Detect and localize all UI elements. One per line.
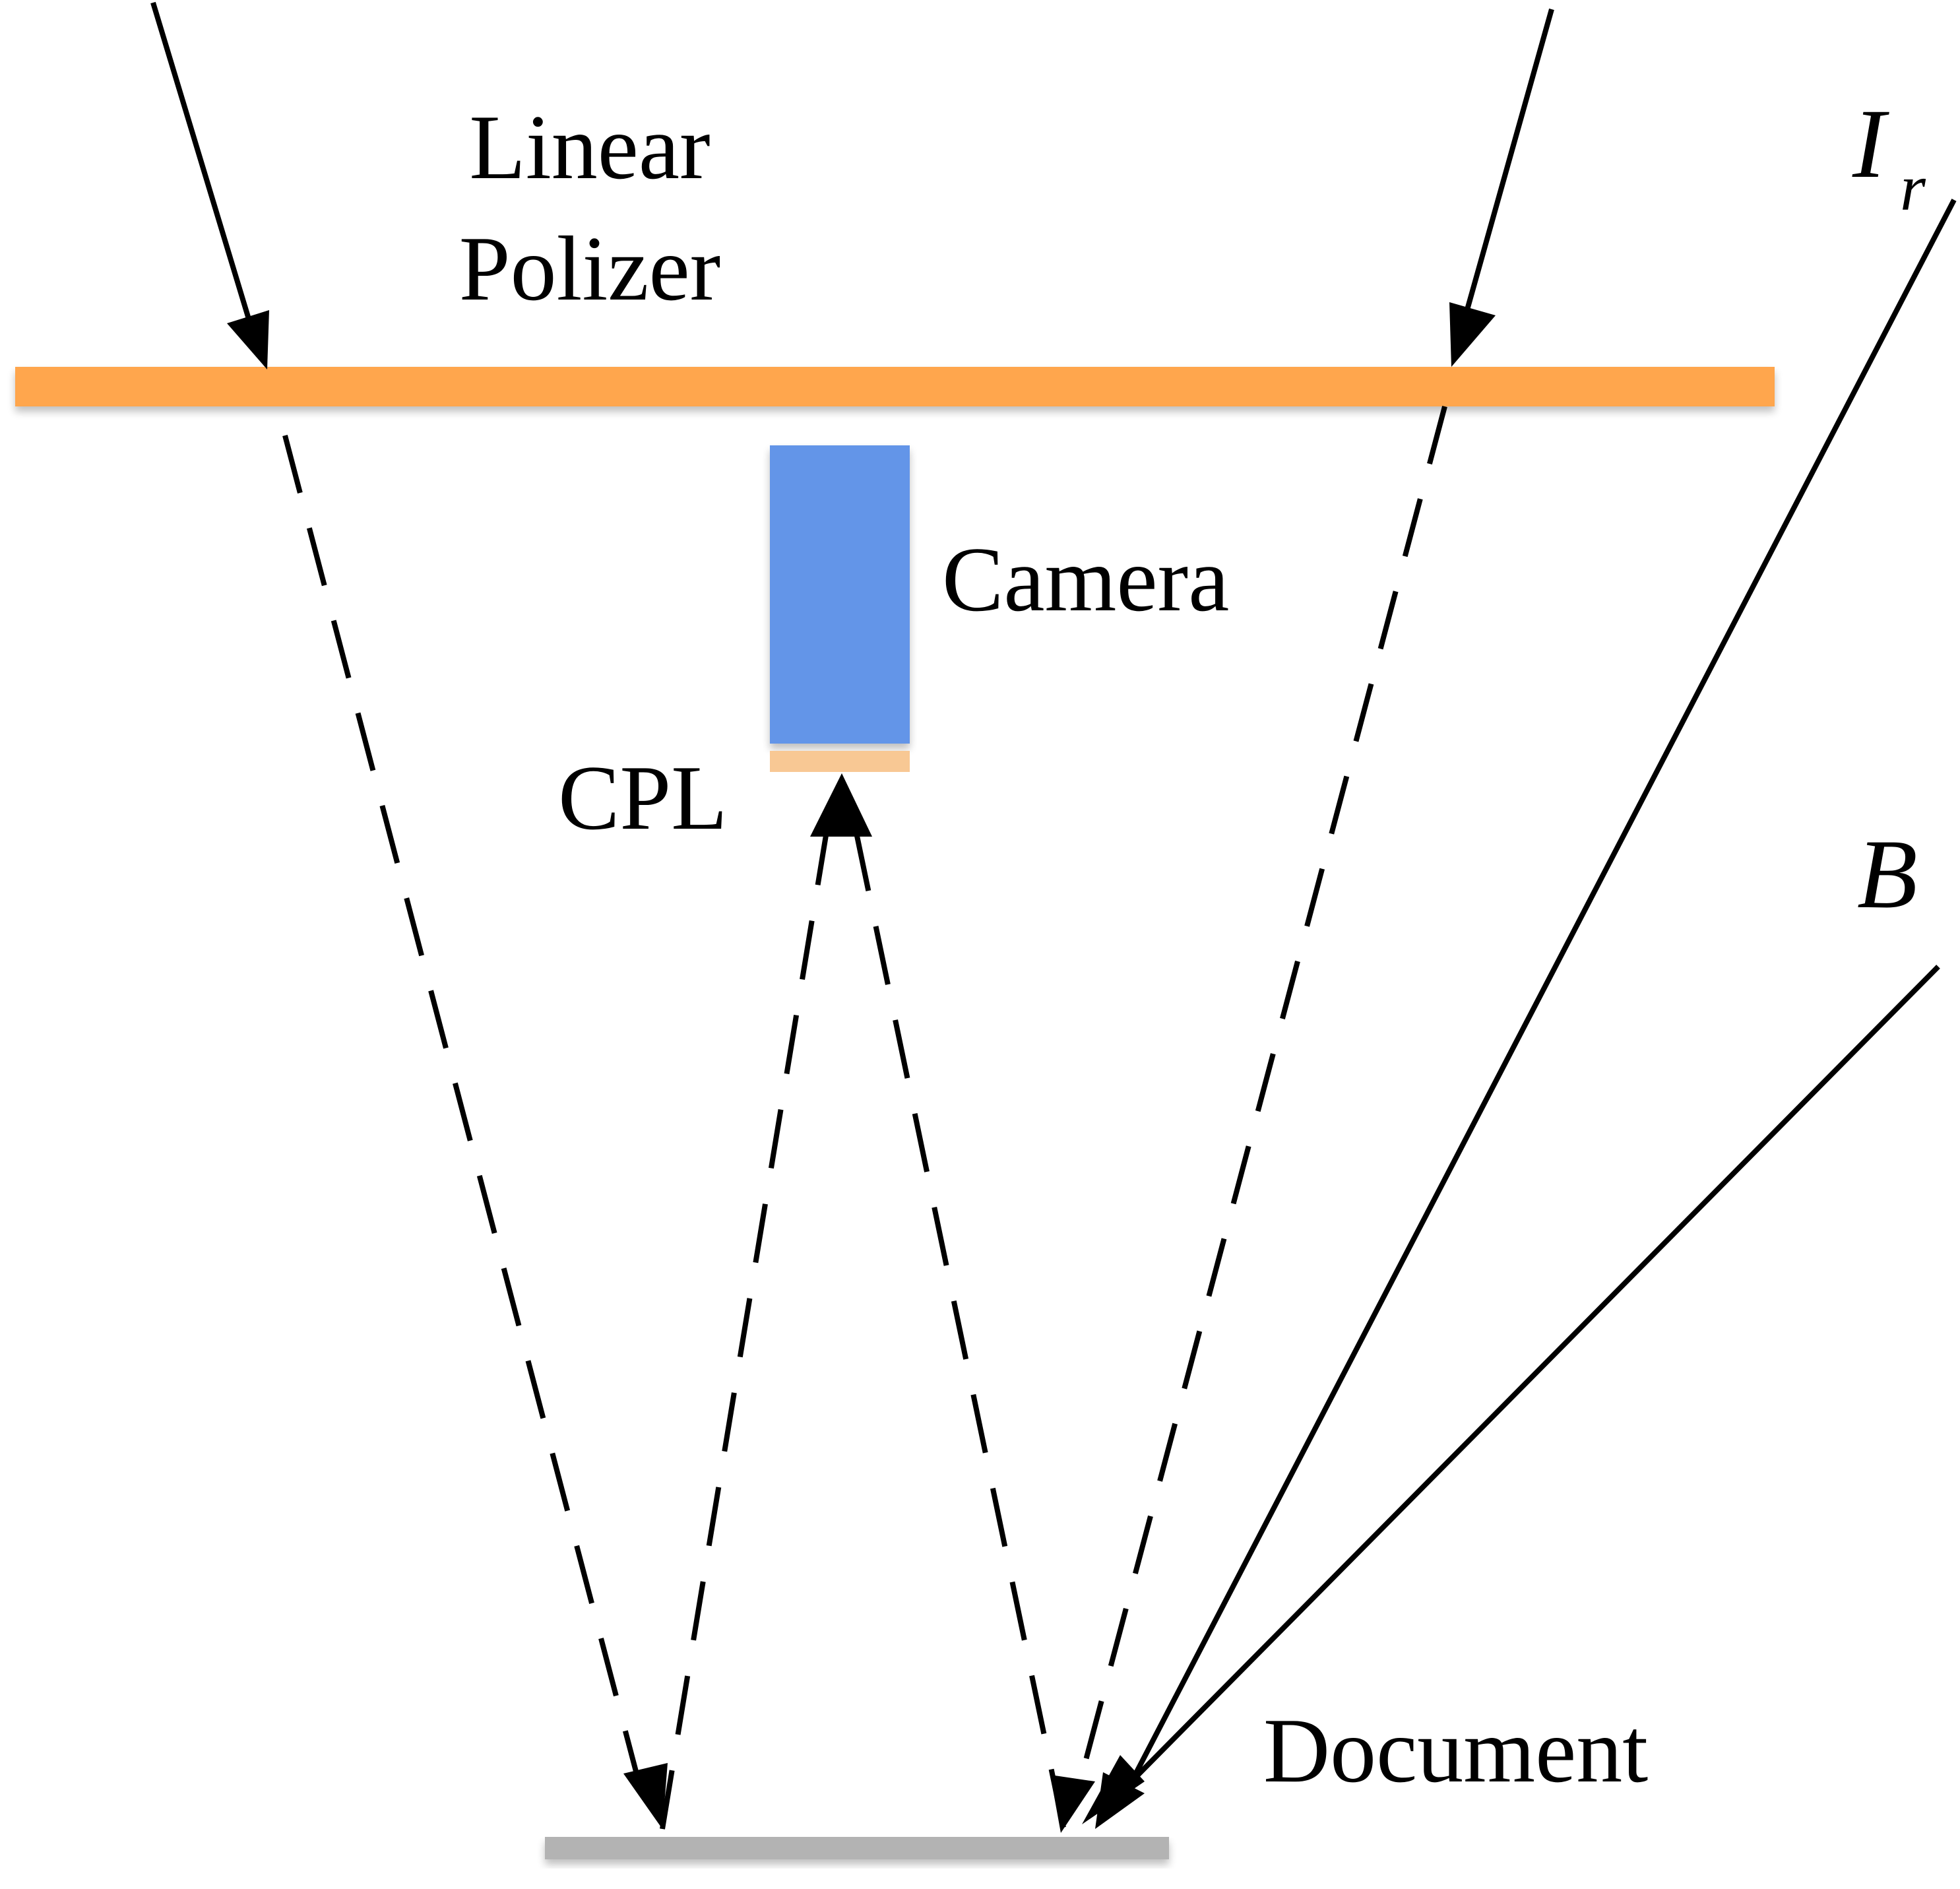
polarized-ray-right [1079, 405, 1447, 1776]
reflected-ray-left [660, 831, 829, 1830]
b-ray [1136, 965, 1940, 1777]
label-ir: I [1852, 89, 1889, 199]
label-polizer: Polizer [459, 218, 721, 320]
cpl-filter [770, 751, 910, 772]
polarized-ray-left [282, 434, 641, 1783]
arrowhead-polarized-right [1050, 1775, 1095, 1833]
document-surface [545, 1837, 1169, 1859]
arrowhead-incident-right [1449, 302, 1496, 367]
label-camera: Camera [942, 528, 1229, 631]
ir-ray [1122, 199, 1957, 1796]
arrowhead-b [1082, 1755, 1145, 1824]
label-linear: Linear [469, 96, 710, 199]
label-cpl: CPL [558, 747, 728, 849]
arrowhead-into-cpl [810, 773, 872, 837]
label-document: Document [1263, 1700, 1648, 1802]
label-ir-subscript: r [1900, 151, 1926, 224]
incident-ray-right [1463, 8, 1554, 318]
camera-body [770, 445, 910, 744]
incident-ray-left [150, 1, 253, 325]
arrowhead-incident-left [227, 310, 269, 369]
arrowhead-polarized-left [623, 1763, 668, 1829]
label-b: B [1857, 819, 1918, 929]
linear-polarizer-bar [15, 367, 1775, 406]
reflected-ray-right [854, 832, 1066, 1828]
